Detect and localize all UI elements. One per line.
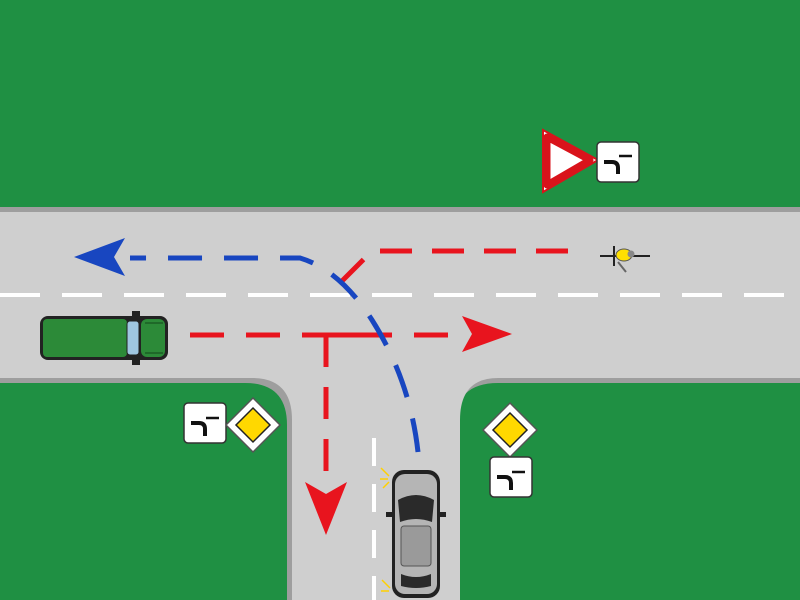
priority-sign-left-group (183, 396, 282, 454)
priority-road-sign-icon (481, 401, 539, 459)
road-surface (0, 212, 800, 600)
path-bicycle-left-turn (323, 248, 568, 480)
path-car-left-turn (74, 238, 421, 453)
turn-signal-icon (380, 467, 391, 592)
arrow-head-east (462, 316, 512, 352)
lane-markings (0, 293, 800, 600)
priority-sign-right-group (481, 401, 539, 498)
arrow-head-south (305, 482, 347, 535)
path-bicycle-dashes-2 (323, 332, 384, 480)
path-car-dashes (130, 255, 421, 453)
priority-road-sign-icon (224, 396, 282, 454)
priority-road-shape-plate-icon (183, 402, 227, 444)
priority-road-shape-plate-icon (489, 456, 533, 498)
give-way-sign-group (542, 128, 640, 194)
car-icon (380, 467, 446, 598)
arrow-head-west (74, 238, 125, 276)
give-way-sign-icon (542, 128, 601, 194)
priority-road-shape-plate-icon (596, 141, 640, 183)
path-bicycle-dashes (336, 248, 568, 287)
bicycle-icon (600, 246, 650, 273)
road-network (0, 207, 800, 600)
van-icon (40, 311, 168, 365)
